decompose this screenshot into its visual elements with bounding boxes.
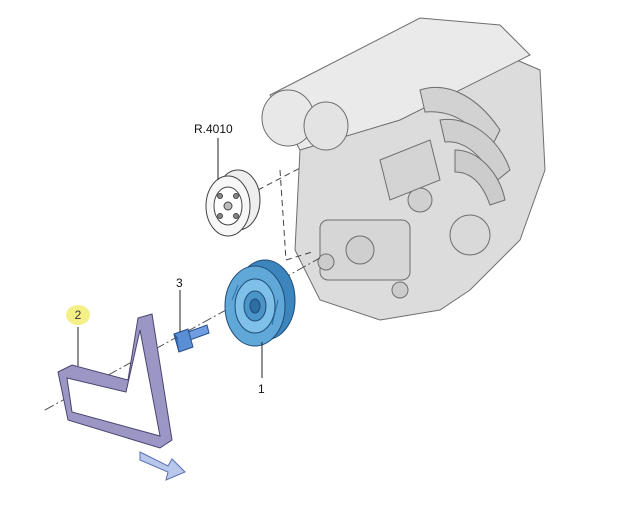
engine-illustration — [261, 17, 546, 321]
direction-arrow-icon — [139, 451, 186, 481]
projection-lines — [257, 167, 313, 261]
callout-r4010: R.4010 — [194, 122, 233, 136]
callout-part-2: 2 — [66, 305, 90, 325]
callout-part-3: 3 — [176, 276, 183, 290]
drive-belt — [57, 313, 173, 449]
r4010-pulley — [205, 169, 261, 237]
pulley-bolt — [173, 324, 210, 353]
crankshaft-pulley — [224, 259, 296, 347]
callout-part-1: 1 — [258, 382, 265, 396]
